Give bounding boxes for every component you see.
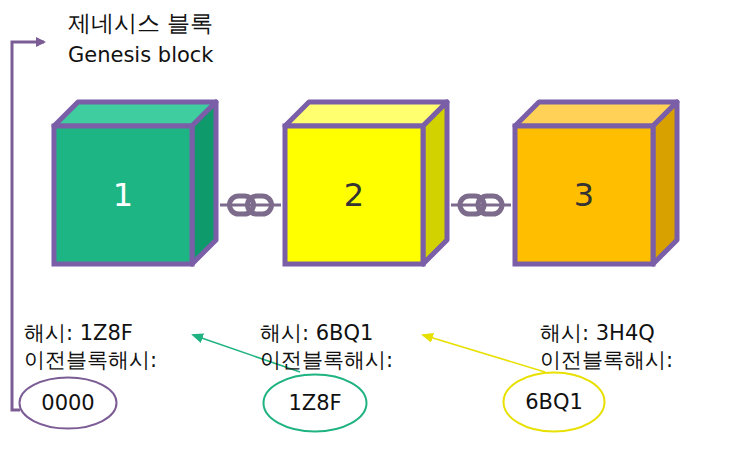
title-english: Genesis block bbox=[68, 42, 214, 68]
chain-link bbox=[451, 196, 511, 214]
title-korean: 제네시스 블록 bbox=[68, 10, 213, 36]
block-cube: 3 bbox=[511, 98, 681, 268]
prev-hash-label: 이전블록해시: bbox=[540, 347, 673, 373]
chain-link bbox=[220, 196, 281, 214]
block-cube: 2 bbox=[281, 98, 451, 268]
block-cube: 1 bbox=[50, 98, 220, 268]
block-number: 3 bbox=[574, 176, 594, 214]
hash-label: 해시: 1Z8F bbox=[24, 320, 133, 346]
cube-shape bbox=[511, 98, 681, 268]
hash-value: 6BQ1 bbox=[525, 390, 583, 414]
hash-value: 0000 bbox=[41, 391, 94, 415]
yellow-pointer bbox=[423, 335, 545, 372]
hash-label: 해시: 3H4Q bbox=[540, 320, 655, 346]
prev-hash-label: 이전블록해시: bbox=[260, 347, 393, 373]
block-number: 1 bbox=[113, 176, 133, 214]
hash-label: 해시: 6BQ1 bbox=[260, 320, 373, 346]
cube-shape bbox=[281, 98, 451, 268]
block-number: 2 bbox=[344, 176, 364, 214]
hash-circle: 0000 bbox=[18, 376, 118, 430]
hash-value: 1Z8F bbox=[288, 391, 341, 415]
prev-hash-label: 이전블록해시: bbox=[24, 347, 157, 373]
hash-circle: 1Z8F bbox=[262, 373, 368, 433]
cube-shape bbox=[50, 98, 220, 268]
hash-circle: 6BQ1 bbox=[502, 371, 606, 433]
